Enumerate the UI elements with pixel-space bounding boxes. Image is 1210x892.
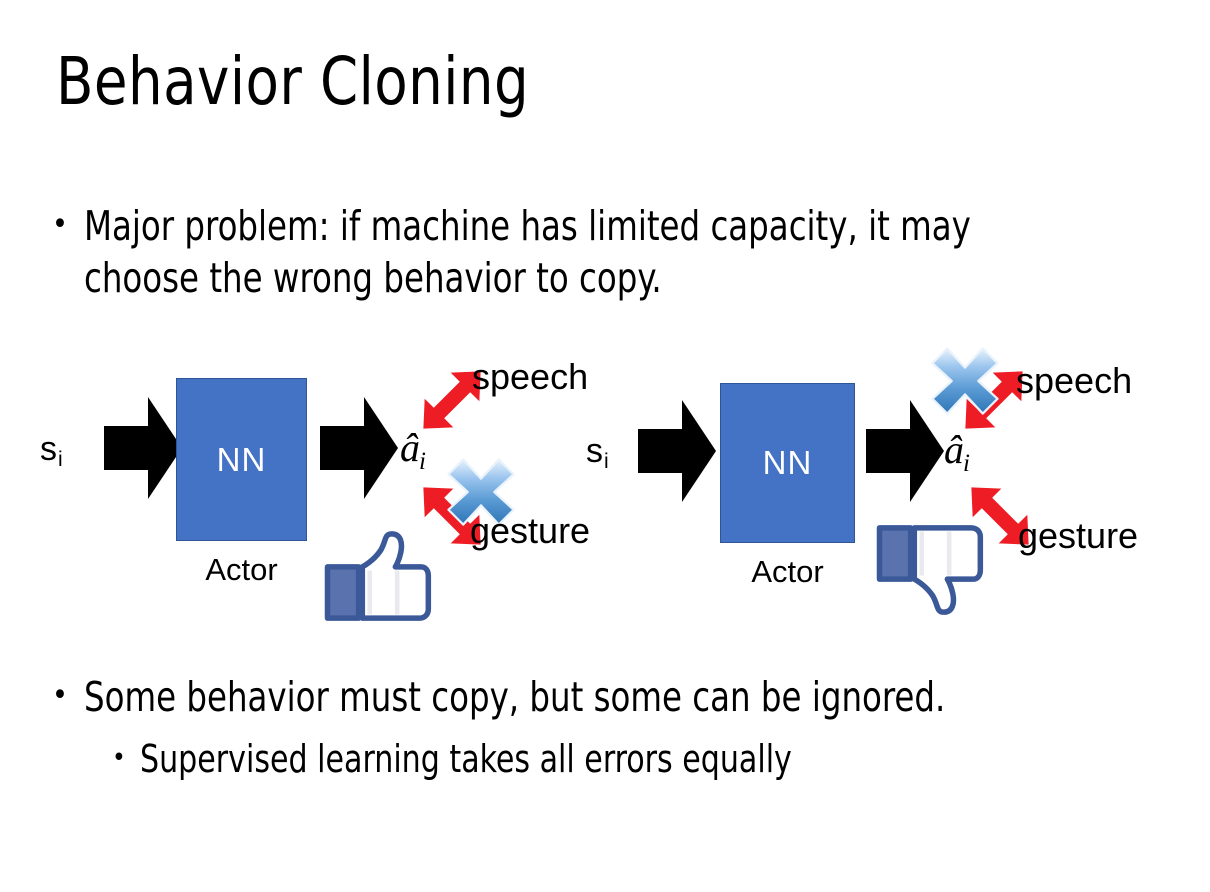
bullet-marker-icon: • xyxy=(52,678,68,713)
state-label-left: si xyxy=(40,430,63,471)
diagram-right: si NN Actor âi xyxy=(570,330,1190,630)
bullet-marker-icon: • xyxy=(52,207,68,242)
page-title: Behavior Cloning xyxy=(56,43,530,120)
nn-box-label-right: NN xyxy=(762,444,813,481)
output-label-speech-right: speech xyxy=(1016,360,1133,401)
red-arrow-gesture-left xyxy=(406,470,498,562)
bullet-bottom-1-text: Some behavior must copy, but some can be… xyxy=(83,673,946,721)
output-arrow-icon-left xyxy=(320,393,398,503)
output-label-speech-left: speech xyxy=(472,356,589,397)
bullet-marker-icon: • xyxy=(112,743,126,773)
blue-x-icon-right xyxy=(928,344,1002,418)
output-arrow-icon-right xyxy=(866,396,944,506)
red-arrow-gesture-right xyxy=(954,470,1046,562)
input-arrow-icon-right xyxy=(638,396,716,506)
actor-label-left: Actor xyxy=(205,552,278,587)
action-label-right: âi xyxy=(944,427,970,477)
red-arrow-speech-left xyxy=(406,354,498,446)
state-label-right: si xyxy=(586,432,609,473)
blue-x-icon-left xyxy=(444,455,518,529)
nn-box-label-left: NN xyxy=(216,440,267,478)
nn-box-left: NN xyxy=(176,378,307,541)
nn-box-right: NN xyxy=(720,383,855,543)
thumbs-up-icon-left xyxy=(322,530,432,622)
bullet-top-text: Major problem: if machine has limited ca… xyxy=(83,202,971,302)
diagram-left: si NN Actor âi xyxy=(10,330,610,630)
actor-label-right: Actor xyxy=(751,554,824,589)
output-label-gesture-left: gesture xyxy=(470,510,591,551)
bullet-top: • Major problem: if machine has limited … xyxy=(52,200,1162,304)
thumbs-down-icon-right xyxy=(874,524,984,616)
action-label-left: âi xyxy=(400,425,426,475)
output-label-gesture-right: gesture xyxy=(1018,515,1139,556)
input-arrow-icon-left xyxy=(104,393,182,503)
bullet-bottom-2-text: Supervised learning takes all errors equ… xyxy=(139,737,792,781)
bullet-bottom-1: • Some behavior must copy, but some can … xyxy=(52,671,1172,723)
bullet-bottom-2: • Supervised learning takes all errors e… xyxy=(112,734,1172,784)
